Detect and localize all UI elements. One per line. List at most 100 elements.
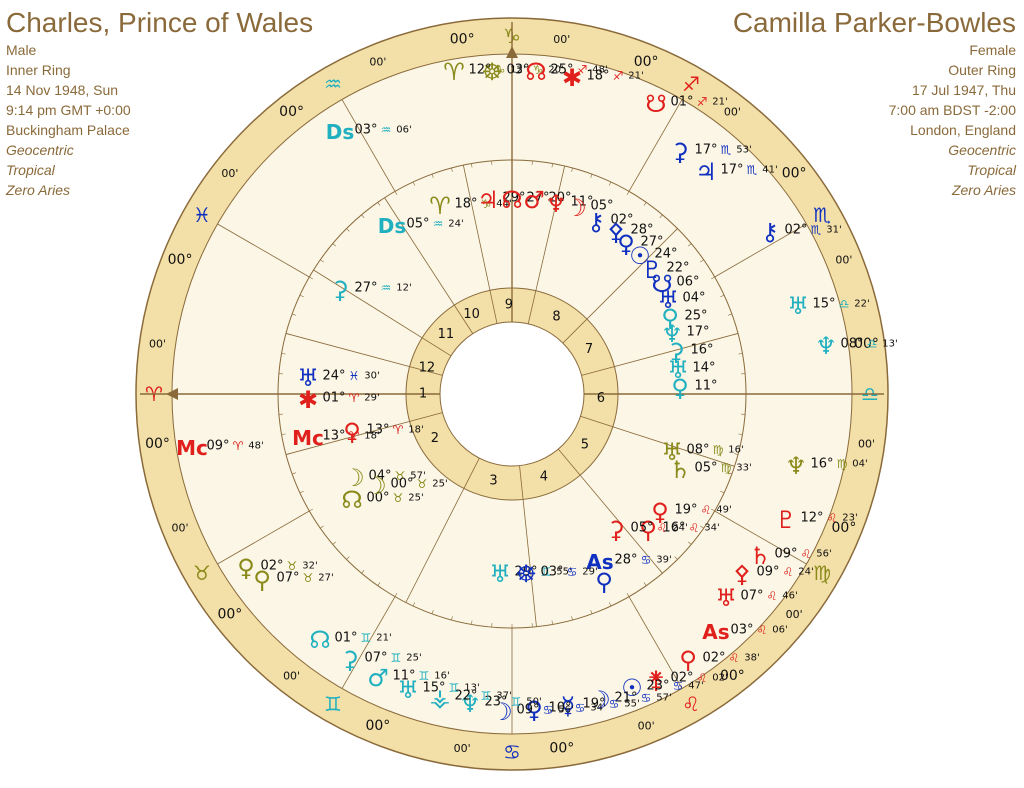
degree-tick bbox=[687, 541, 692, 545]
planet-glyph: ⚲ bbox=[679, 646, 697, 674]
planet-glyph: ⚲ bbox=[253, 566, 271, 594]
cusp-sign-glyph: ♏ bbox=[813, 203, 831, 227]
person-a-info: Charles, Prince of Wales Male Inner Ring… bbox=[6, 6, 313, 200]
planet-minute-label: 33' bbox=[736, 463, 751, 474]
outer-cusp-line bbox=[628, 99, 683, 192]
degree-tick bbox=[292, 313, 296, 316]
planet-degree-label: 05° bbox=[630, 521, 653, 536]
planet-glyph: ♅ bbox=[657, 286, 679, 314]
house-number-label: 6 bbox=[597, 391, 605, 406]
degree-tick bbox=[728, 313, 732, 316]
degree-tick bbox=[720, 294, 725, 298]
planet-glyph: As bbox=[702, 620, 729, 644]
planet-degree-label: 23° bbox=[484, 695, 507, 710]
planet-glyph: ☋ bbox=[651, 270, 672, 298]
planet-minute-label: 39' bbox=[656, 555, 671, 566]
planet-sign-glyph: ♋ bbox=[609, 697, 620, 711]
planet-minute-label: 57' bbox=[410, 471, 425, 482]
cusp-minute-label: 00' bbox=[149, 338, 166, 351]
planet-minute-label: 56' bbox=[558, 705, 573, 716]
house-number-label: 4 bbox=[540, 470, 548, 485]
degree-tick bbox=[643, 582, 647, 586]
cusp-minute-label: 00' bbox=[835, 253, 852, 266]
degree-tick bbox=[738, 433, 743, 435]
planet-degree-label: 17° bbox=[686, 325, 709, 340]
degree-tick bbox=[734, 453, 739, 455]
planet-sign-glyph: ♑ bbox=[495, 63, 506, 77]
planet-glyph: ⚳ bbox=[331, 276, 349, 304]
planet-degree-label: 16° bbox=[690, 343, 713, 358]
person-a-line: 14 Nov 1948, Sun bbox=[6, 82, 119, 98]
planet-glyph: ♈ bbox=[443, 58, 465, 86]
planet-degree-label: 01° bbox=[334, 631, 357, 646]
outer-cusp-line bbox=[628, 596, 683, 689]
planet-sign-glyph: ♍ bbox=[713, 443, 724, 457]
planet-degree-label: 05° bbox=[694, 461, 717, 476]
planet-sign-glyph: ♐ bbox=[697, 95, 708, 109]
person-a-line: Inner Ring bbox=[6, 62, 71, 78]
degree-tick bbox=[551, 620, 553, 625]
planet-minute-label: 12' bbox=[510, 65, 525, 76]
degree-tick bbox=[394, 593, 398, 597]
planet-minute-label: 13' bbox=[464, 683, 479, 694]
planet-minute-label: 57' bbox=[656, 693, 671, 704]
house-number-label: 8 bbox=[552, 309, 560, 324]
house-number-label: 10 bbox=[463, 307, 480, 322]
planet-glyph: ♀ bbox=[617, 230, 635, 258]
person-b-line: Tropical bbox=[967, 162, 1016, 178]
planet-glyph: ♃ bbox=[477, 186, 499, 214]
planet-degree-label: 24° bbox=[654, 247, 677, 262]
planet-minute-label: 56' bbox=[816, 549, 831, 560]
planet-degree-label: 08° bbox=[840, 337, 863, 352]
planet-sign-glyph: ♊ bbox=[449, 681, 460, 695]
planet-degree-label: 28° bbox=[630, 223, 653, 238]
degree-tick bbox=[361, 569, 365, 574]
planet-degree-label: 04° bbox=[682, 291, 705, 306]
planet-degree-label: 17° bbox=[694, 143, 717, 158]
planet-glyph: ⚳ bbox=[671, 138, 689, 166]
planet-degree-label: 21° bbox=[614, 691, 637, 706]
planet-glyph: Ds bbox=[378, 214, 407, 238]
degree-tick bbox=[571, 616, 573, 621]
planet-glyph: ♀ bbox=[671, 374, 689, 402]
planet-glyph: ☸ bbox=[515, 560, 537, 588]
cusp-degree-label: 00° bbox=[854, 336, 879, 352]
planet-minute-label: 04' bbox=[852, 459, 867, 470]
planet-sign-glyph: ♌ bbox=[801, 547, 812, 561]
planet-glyph: ☿ bbox=[561, 692, 576, 720]
planet-sign-glyph: ♊ bbox=[481, 689, 492, 703]
planet-minute-label: 50' bbox=[526, 697, 541, 708]
house-cusp-line bbox=[580, 415, 735, 467]
planet-sign-glyph: ♊ bbox=[391, 651, 402, 665]
planet-degree-label: 22° bbox=[454, 689, 477, 704]
planet-minute-label: 47' bbox=[688, 681, 703, 692]
planet-glyph: Mc bbox=[176, 436, 208, 460]
cusp-minute-label: 00' bbox=[786, 608, 803, 621]
planet-degree-label: 16° bbox=[810, 457, 833, 472]
planet-glyph: ♇ bbox=[775, 506, 797, 534]
planet-sign-glyph: ♒ bbox=[381, 123, 392, 137]
planet-minute-label: 55' bbox=[556, 567, 571, 578]
planet-minute-label: 24' bbox=[798, 567, 813, 578]
planet-degree-label: 06° bbox=[676, 275, 699, 290]
planet-degree-label: 07° bbox=[740, 589, 763, 604]
house-number-label: 5 bbox=[581, 438, 589, 453]
person-a-line: Zero Aries bbox=[6, 182, 71, 198]
planet-minute-label: 41' bbox=[762, 165, 777, 176]
planet-glyph: ☽ bbox=[589, 686, 611, 714]
degree-tick bbox=[281, 353, 286, 355]
house-cusp-line bbox=[285, 333, 443, 376]
planet-sign-glyph: ♏ bbox=[811, 223, 822, 237]
person-a-line: Geocentric bbox=[6, 142, 74, 158]
planet-sign-glyph: ♉ bbox=[287, 559, 298, 573]
planet-degree-label: 07° bbox=[276, 571, 299, 586]
midheaven-arrow-icon bbox=[506, 46, 518, 58]
house-number-label: 3 bbox=[489, 474, 497, 489]
planet-degree-label: 00° bbox=[366, 491, 389, 506]
planet-degree-label: 13° bbox=[322, 429, 345, 444]
degree-tick bbox=[590, 610, 593, 614]
cusp-minute-label: 00' bbox=[172, 522, 189, 535]
planet-minute-label: 02' bbox=[712, 673, 727, 684]
planet-degree-label: 25° bbox=[550, 63, 573, 78]
planet-minute-label: 22' bbox=[854, 299, 869, 310]
